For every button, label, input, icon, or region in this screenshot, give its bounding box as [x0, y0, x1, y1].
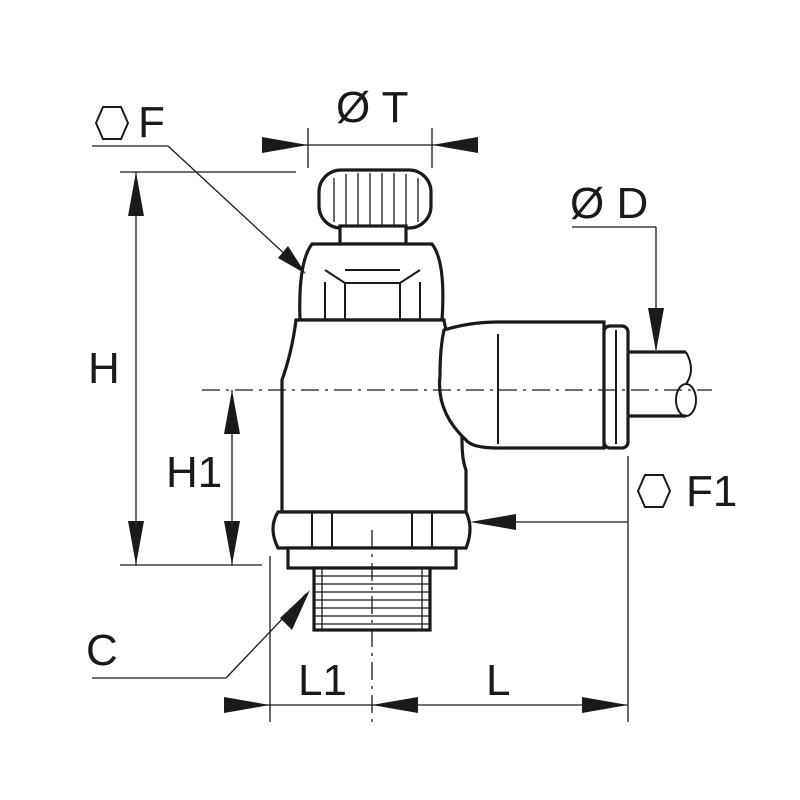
knob-knurling	[333, 173, 419, 227]
dia-t-label: Ø T	[336, 83, 409, 132]
dia-d-label: Ø D	[570, 179, 648, 228]
callout-c: C	[86, 590, 310, 679]
hex-nut-f1-facets	[311, 512, 433, 548]
hexagon-icon	[636, 474, 672, 508]
knob	[317, 168, 433, 230]
tube	[628, 350, 686, 418]
dim-h: H	[88, 171, 296, 566]
hex-f1-label: F1	[686, 467, 737, 516]
h1-label: H1	[166, 448, 222, 497]
tube-end	[675, 383, 697, 417]
main-body	[280, 318, 468, 514]
fitting-body	[271, 168, 697, 632]
knob-stem	[338, 224, 408, 246]
dim-l1-l: L1 L	[224, 556, 628, 722]
side-connector	[437, 320, 606, 450]
c-label: C	[86, 626, 118, 675]
callout-f1: F1	[470, 467, 737, 530]
hex-nut-f-facets	[324, 269, 421, 320]
hexagon-icon	[94, 106, 130, 140]
l1-label: L1	[298, 656, 347, 705]
h-label: H	[88, 344, 120, 393]
hex-f-label: F	[138, 98, 165, 147]
dim-h1: H1	[166, 390, 240, 565]
l-label: L	[486, 656, 510, 705]
dim-dia-t: Ø T	[262, 83, 478, 168]
dim-dia-d: Ø D	[570, 179, 664, 352]
callout-f: F	[92, 98, 306, 274]
tube-cut-line	[685, 351, 692, 385]
